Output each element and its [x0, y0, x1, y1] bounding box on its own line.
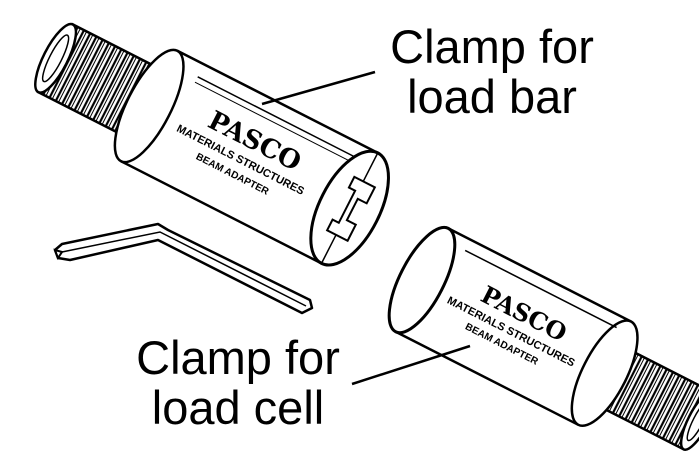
upper-cylinder-body	[113, 48, 390, 267]
callout-load-cell-line2: load cell	[151, 381, 325, 434]
leader-line-load-cell	[351, 344, 471, 386]
leader-line-load-bar	[261, 70, 376, 106]
upper-clamp: PASCO MATERIALS STRUCTURES BEAM ADAPTER	[34, 22, 390, 267]
lower-cylinder-body	[387, 225, 639, 428]
callout-load-cell: Clamp for load cell	[118, 333, 358, 433]
callout-load-bar: Clamp for load bar	[372, 22, 612, 122]
callout-load-cell-line1: Clamp for	[136, 331, 340, 384]
callout-load-bar-line2: load bar	[407, 70, 577, 123]
hex-key	[53, 222, 314, 315]
callout-load-bar-line1: Clamp for	[390, 20, 594, 73]
lower-branding: PASCO MATERIALS STRUCTURES BEAM ADAPTER	[445, 280, 577, 370]
lower-clamp: PASCO MATERIALS STRUCTURES BEAM ADAPTER	[387, 225, 699, 451]
